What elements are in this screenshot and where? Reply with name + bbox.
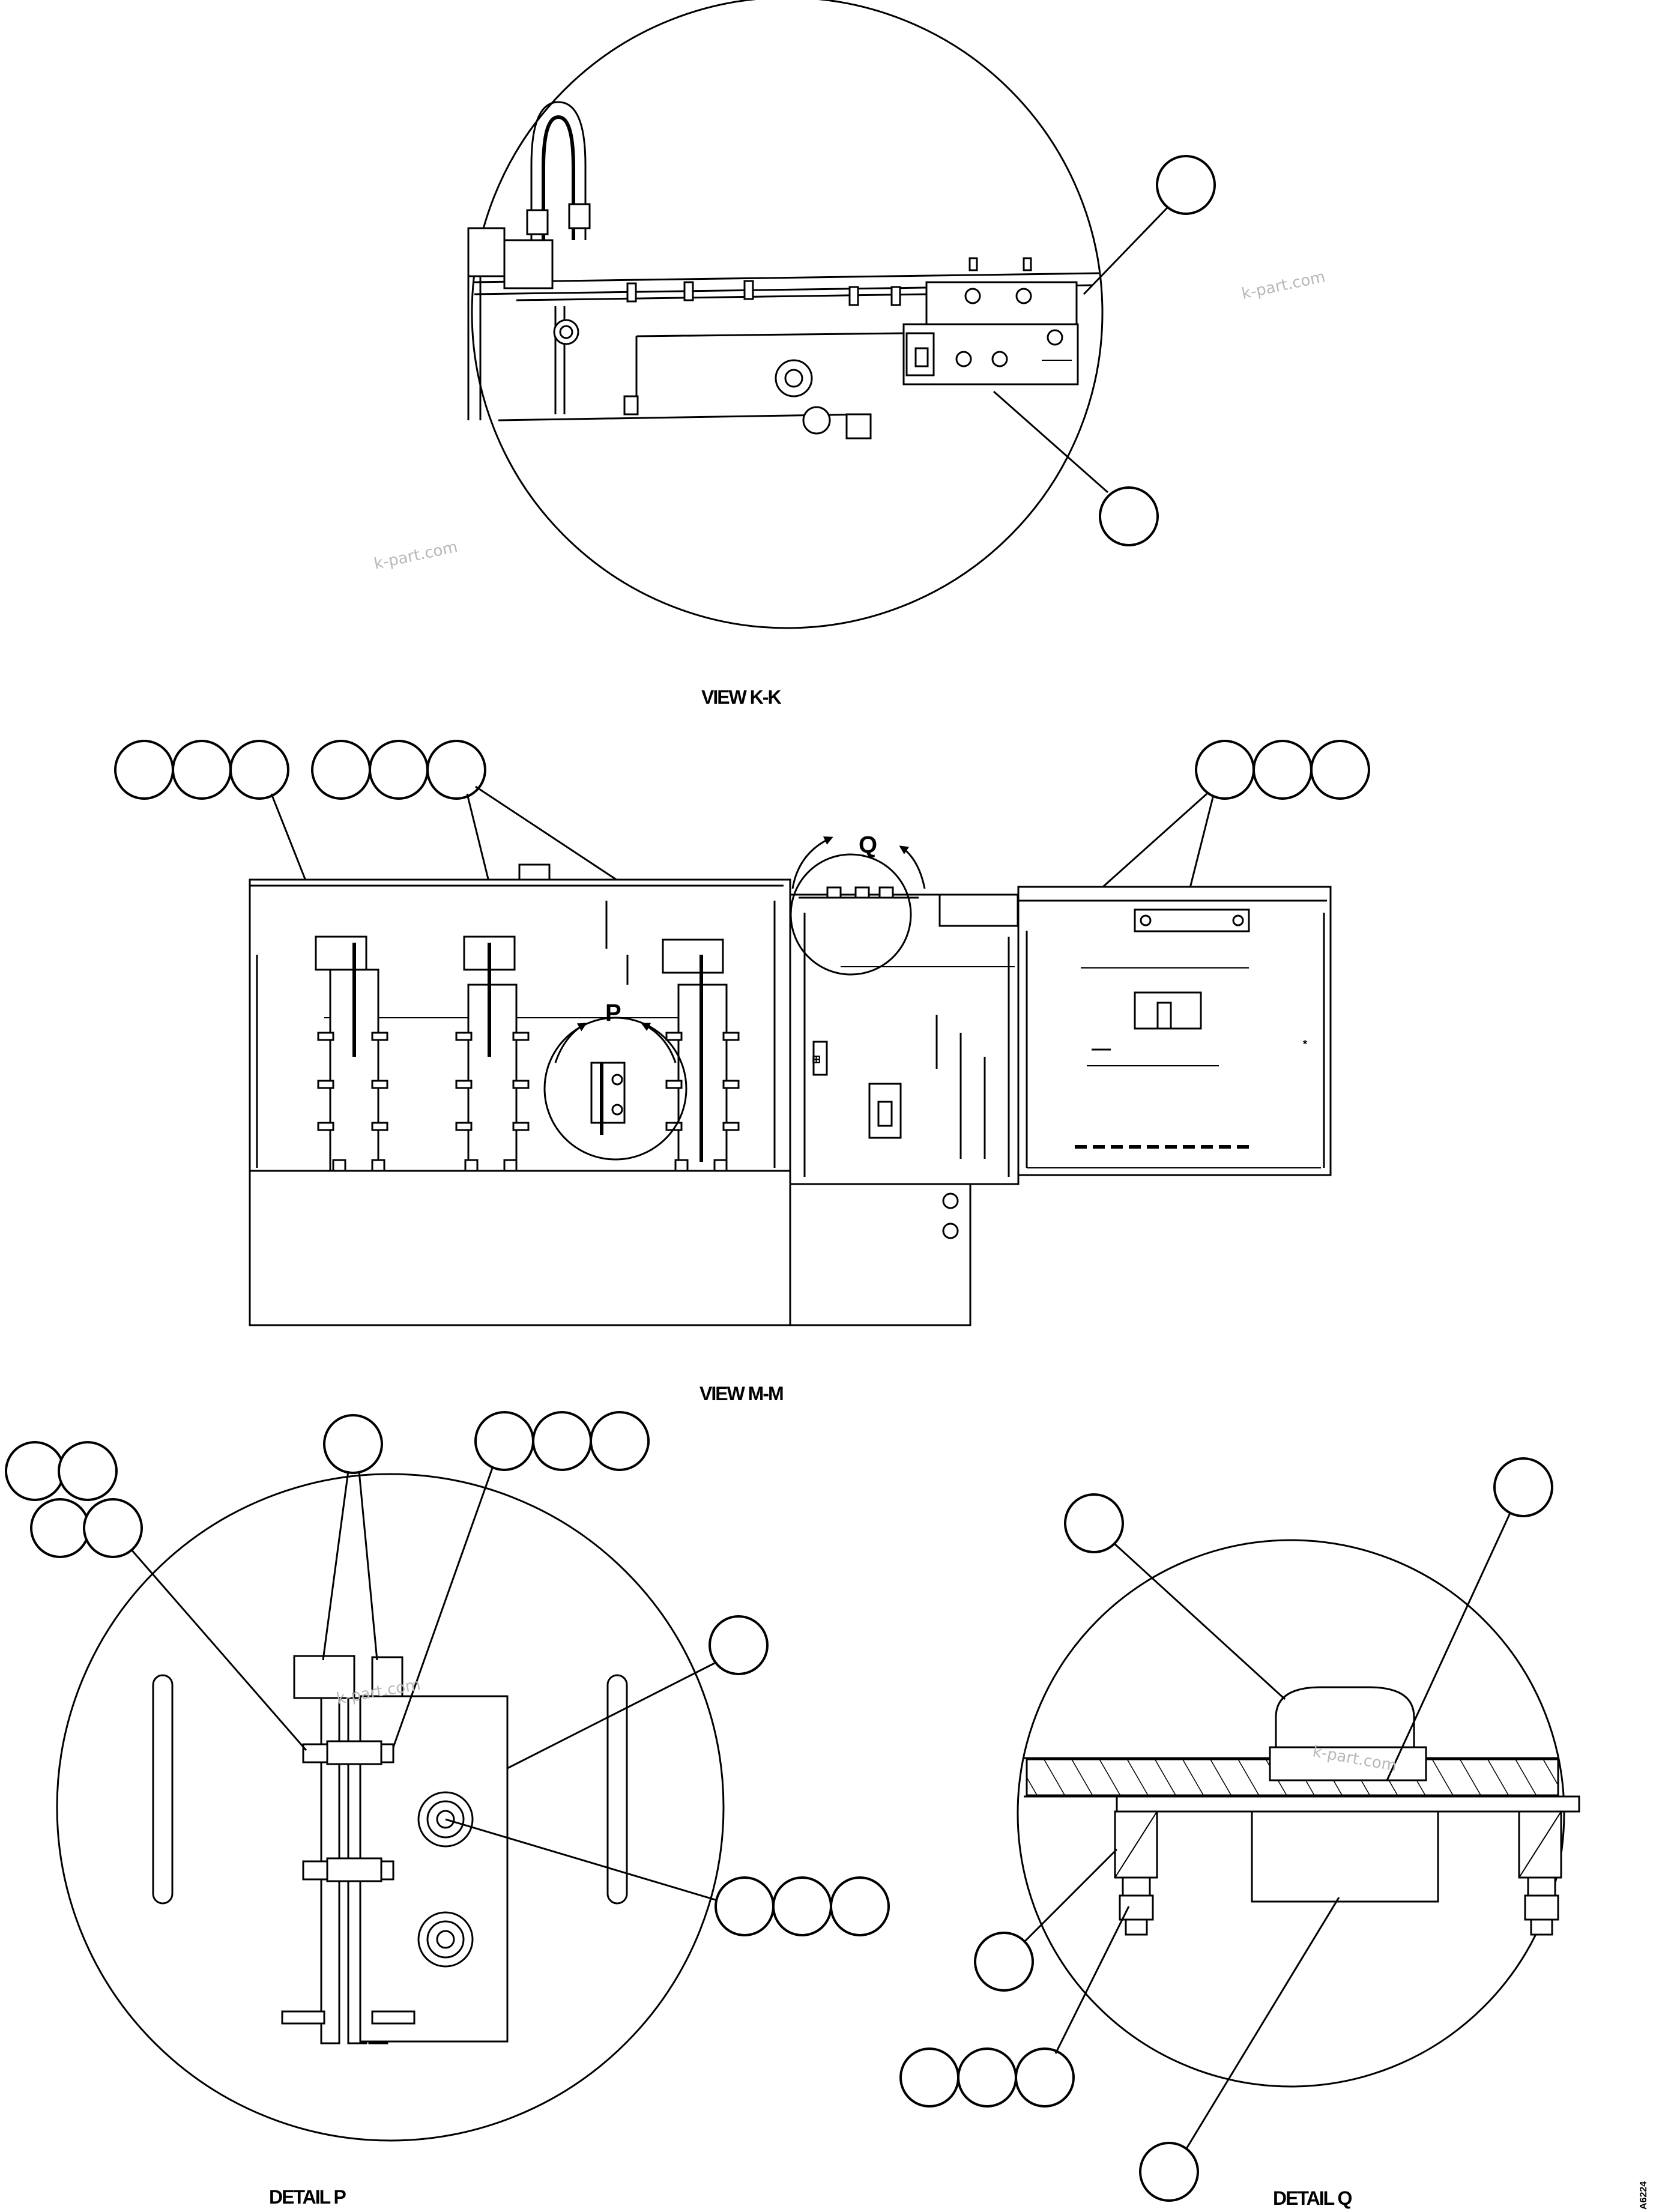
callout-bubble	[1156, 155, 1216, 215]
view-k-k: k-part.com k-part.com	[372, 0, 1327, 629]
view-k-circle	[471, 0, 1104, 629]
detail-p-structure	[152, 1655, 628, 2044]
section-marker-q: Q	[790, 832, 926, 976]
detail-p-circle	[56, 1473, 725, 2142]
view-k-label: VIEW K-K	[701, 686, 781, 708]
detail-p-label: DETAIL P	[269, 2186, 346, 2208]
terminal-block	[902, 281, 1079, 385]
view-m-callouts	[114, 740, 1370, 1088]
detail-p: k-part.com	[5, 1411, 890, 2142]
svg-text:⊞: ⊞	[812, 1053, 821, 1065]
view-m-label: VIEW M-M	[700, 1383, 783, 1404]
detail-q: k-part.com	[899, 1457, 1580, 2202]
svg-text:*: *	[1303, 1038, 1307, 1050]
view-k-structure	[467, 101, 1099, 440]
detail-q-structure	[1024, 1686, 1580, 1936]
section-marker-p: P	[543, 1000, 687, 1161]
insulator-stack	[662, 938, 740, 1172]
right-cabinet: *	[1017, 886, 1332, 1176]
svg-text:Q: Q	[859, 832, 877, 858]
insulator-stack	[455, 935, 530, 1172]
watermark: k-part.com	[1240, 268, 1327, 303]
drawing-number: A6224	[1639, 2181, 1649, 2210]
detail-q-callouts	[899, 1457, 1553, 2202]
detail-p-callouts	[5, 1411, 890, 1936]
watermark: k-part.com	[372, 538, 459, 573]
detail-q-circle	[1017, 1539, 1565, 2088]
callout-bubble	[1099, 486, 1159, 546]
svg-text:P: P	[605, 1000, 621, 1026]
insulator-stack	[315, 935, 388, 1172]
detail-q-label: DETAIL Q	[1273, 2187, 1352, 2209]
view-k-callouts	[993, 155, 1216, 546]
middle-cabinet: ⊞ Q	[789, 832, 1020, 1326]
left-cabinet: P	[249, 863, 791, 1326]
view-m-m: P ⊞	[114, 740, 1370, 1326]
